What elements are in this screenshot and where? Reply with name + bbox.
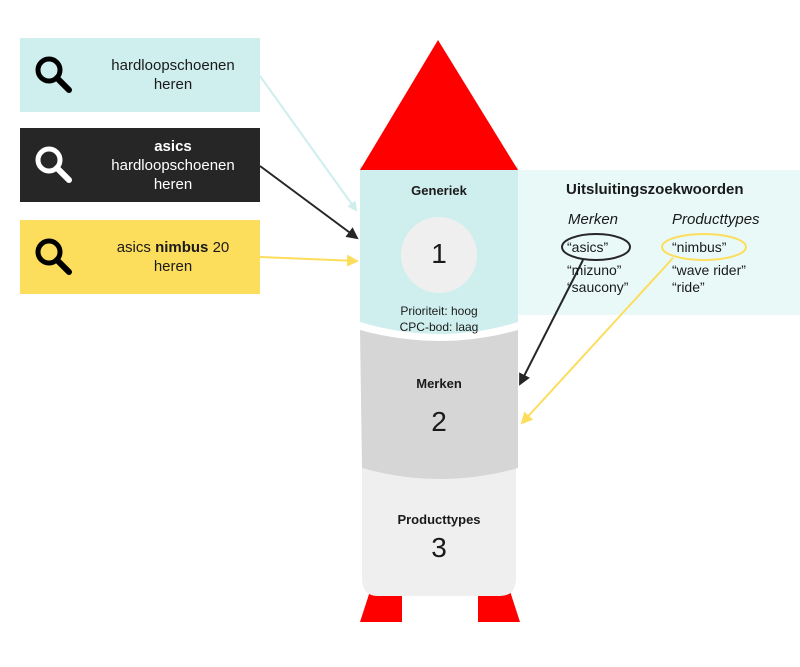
query-2-line-2: heren: [153, 175, 193, 193]
arrow-query-3: [259, 254, 359, 267]
arrow-nimbus-to-merken: [520, 257, 674, 425]
search-icon: [35, 146, 72, 183]
exclusions-title: Uitsluitingszoekwoorden: [566, 181, 744, 198]
query-1-line-1: hardloopschoenen: [111, 57, 235, 74]
segment-1-priority: Prioriteit: hoog: [400, 304, 478, 318]
search-query-box-3: asics nimbus 20 heren: [20, 220, 260, 294]
segment-1-number: 1: [431, 238, 447, 269]
query-3-product: nimbus: [155, 239, 209, 256]
brand-keyword-asics: “asics”: [567, 239, 609, 255]
query-3-line-1: asics nimbus 20: [117, 238, 230, 257]
type-keyword-ride: “ride”: [672, 279, 705, 295]
brand-keyword-mizuno: “mizuno”: [567, 262, 622, 278]
segment-3-title: Producttypes: [397, 512, 481, 527]
query-3-text: asics nimbus 20 heren: [92, 220, 254, 294]
search-query-box-2: asics hardloopschoenen heren: [20, 128, 260, 202]
segment-1-circle: [401, 217, 477, 293]
arrow-query-2: [259, 165, 359, 240]
brands-header: Merken: [568, 211, 619, 228]
search-icon: [35, 238, 72, 275]
brand-keyword-saucony: “saucony”: [567, 279, 629, 295]
query-2-text: asics hardloopschoenen heren: [92, 128, 254, 202]
query-2-brand: asics: [154, 137, 192, 155]
asics-highlight: [561, 233, 631, 261]
segment-2-number: 2: [431, 406, 447, 437]
rocket-nose: [360, 40, 518, 170]
query-1-line-2: heren: [153, 76, 193, 93]
segment-2-title: Merken: [416, 376, 462, 391]
query-1-text: hardloopschoenen heren: [92, 38, 254, 112]
segment-merken: [360, 330, 518, 479]
segment-1-title: Generiek: [411, 183, 467, 198]
query-3-word-a: asics: [116, 239, 156, 256]
arrow-query-1: [259, 75, 358, 212]
types-header: Producttypes: [672, 211, 760, 228]
segment-producttypes: [362, 465, 516, 596]
type-keyword-wave-rider: “wave rider”: [672, 262, 746, 278]
search-icon: [35, 56, 72, 93]
query-3-word-c: 20: [208, 239, 230, 256]
search-query-box-1: hardloopschoenen heren: [20, 38, 260, 112]
type-keyword-nimbus: “nimbus”: [672, 239, 727, 255]
nimbus-highlight: [661, 233, 747, 261]
query-2-line-1: hardloopschoenen: [111, 156, 235, 174]
query-3-line-2: heren: [153, 258, 193, 275]
segment-3-number: 3: [431, 532, 447, 563]
arrow-asics-to-merken: [519, 259, 584, 386]
segment-1-cpc: CPC-bod: laag: [399, 320, 479, 334]
